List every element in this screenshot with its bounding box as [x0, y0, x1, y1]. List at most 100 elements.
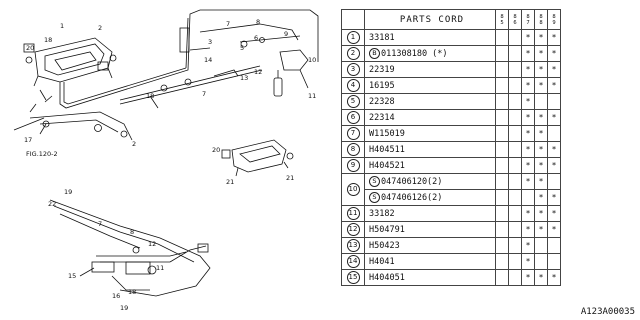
callout-21: 21	[226, 178, 234, 186]
applicability-mark: *	[521, 61, 535, 78]
table-row: 14 H4041 *	[341, 253, 561, 270]
callout-7c: 7	[98, 220, 102, 228]
applicability-mark: *	[534, 269, 548, 286]
part-number: 047406120(2)	[381, 177, 443, 187]
rod-pipe-assembly	[59, 9, 319, 109]
part-prefix-badge: S	[369, 176, 380, 187]
part-number-cell: H404511	[364, 141, 496, 158]
applicability-mark	[495, 221, 509, 238]
applicability-mark	[508, 77, 522, 94]
part-number: H404051	[369, 272, 405, 283]
ref-number: 14	[346, 255, 360, 268]
ref-number-cell: 7	[341, 125, 365, 142]
callout-16: 16	[112, 292, 120, 300]
applicability-mark: *	[547, 157, 561, 174]
part-number: 33181	[369, 32, 395, 43]
applicability-mark: *	[521, 253, 535, 270]
callout-1: 1	[60, 22, 64, 30]
applicability-mark	[495, 253, 509, 270]
harness-assembly	[49, 199, 211, 297]
part-prefix-badge: B	[369, 48, 380, 59]
fig-reference: FIG.120-2	[26, 150, 58, 158]
applicability-mark: *	[521, 125, 535, 142]
applicability-mark	[508, 61, 522, 78]
callout-20b: 20	[212, 146, 220, 154]
applicability-mark	[495, 77, 509, 94]
ref-number-cell: 13	[341, 237, 365, 254]
applicability-mark	[495, 173, 509, 190]
callout-20: 20	[26, 44, 34, 52]
applicability-mark: *	[521, 205, 535, 222]
part-number-cell: 16195	[364, 77, 496, 94]
applicability-mark: *	[521, 237, 535, 254]
applicability-mark	[495, 205, 509, 222]
ref-number-cell: 12	[341, 221, 365, 238]
applicability-mark: *	[547, 29, 561, 46]
part-number: H504791	[369, 224, 405, 235]
applicability-mark: *	[534, 61, 548, 78]
ref-number-cell: 14	[341, 253, 365, 270]
applicability-mark	[547, 93, 561, 110]
callout-12b: 12	[148, 240, 156, 248]
applicability-mark: *	[521, 45, 535, 62]
lamp-assembly-upper	[23, 37, 117, 103]
part-number-cell: 22314	[364, 109, 496, 126]
applicability-mark	[508, 109, 522, 126]
part-number: 22319	[369, 64, 395, 75]
ref-number-cell: 8	[341, 141, 365, 158]
callout-19a: 19	[64, 188, 72, 196]
part-number-cell: 22328	[364, 93, 496, 110]
part-prefix-badge: S	[369, 192, 380, 203]
part-number-cell: H404051	[364, 269, 496, 286]
ref-number-cell: 1	[341, 29, 365, 46]
ref-number-cell: 5	[341, 93, 365, 110]
ref-number-cell: 10	[341, 173, 365, 206]
applicability-mark: *	[521, 77, 535, 94]
ref-number-cell: 3	[341, 61, 365, 78]
header-title: PARTS CORD	[364, 9, 496, 30]
applicability-mark	[534, 237, 548, 254]
callout-7b: 7	[202, 90, 206, 98]
callout-18c: 18	[128, 288, 136, 296]
applicability-mark: *	[521, 173, 535, 190]
applicability-mark	[508, 221, 522, 238]
part-number: H404521	[369, 160, 405, 171]
ref-number: 7	[346, 127, 360, 140]
applicability-mark: *	[547, 61, 561, 78]
applicability-mark	[508, 141, 522, 158]
applicability-mark	[495, 237, 509, 254]
applicability-mark	[508, 173, 522, 190]
callout-2b: 2	[132, 140, 136, 148]
part-number: 22314	[369, 112, 395, 123]
applicability-mark	[547, 173, 561, 190]
applicability-mark	[508, 93, 522, 110]
callout-22: 22	[48, 200, 56, 208]
callout-11: 11	[308, 92, 316, 100]
part-number: H404511	[369, 144, 405, 155]
applicability-mark: *	[547, 77, 561, 94]
part-number-cell: 33182	[364, 205, 496, 222]
callout-7a: 7	[226, 20, 230, 28]
applicability-mark: *	[547, 45, 561, 62]
applicability-mark	[495, 157, 509, 174]
part-number-cell: H4041	[364, 253, 496, 270]
ref-number-cell: 11	[341, 205, 365, 222]
part-number: 33182	[369, 208, 395, 219]
ref-number: 2	[346, 47, 360, 60]
part-number: 011308180 (*)	[381, 49, 448, 59]
drawing-code: A123A00035	[580, 307, 635, 317]
ref-number-cell: 9	[341, 157, 365, 174]
ref-number: 13	[346, 239, 360, 252]
lamp-assembly-lower	[221, 139, 294, 177]
part-number-cell: H404521	[364, 157, 496, 174]
